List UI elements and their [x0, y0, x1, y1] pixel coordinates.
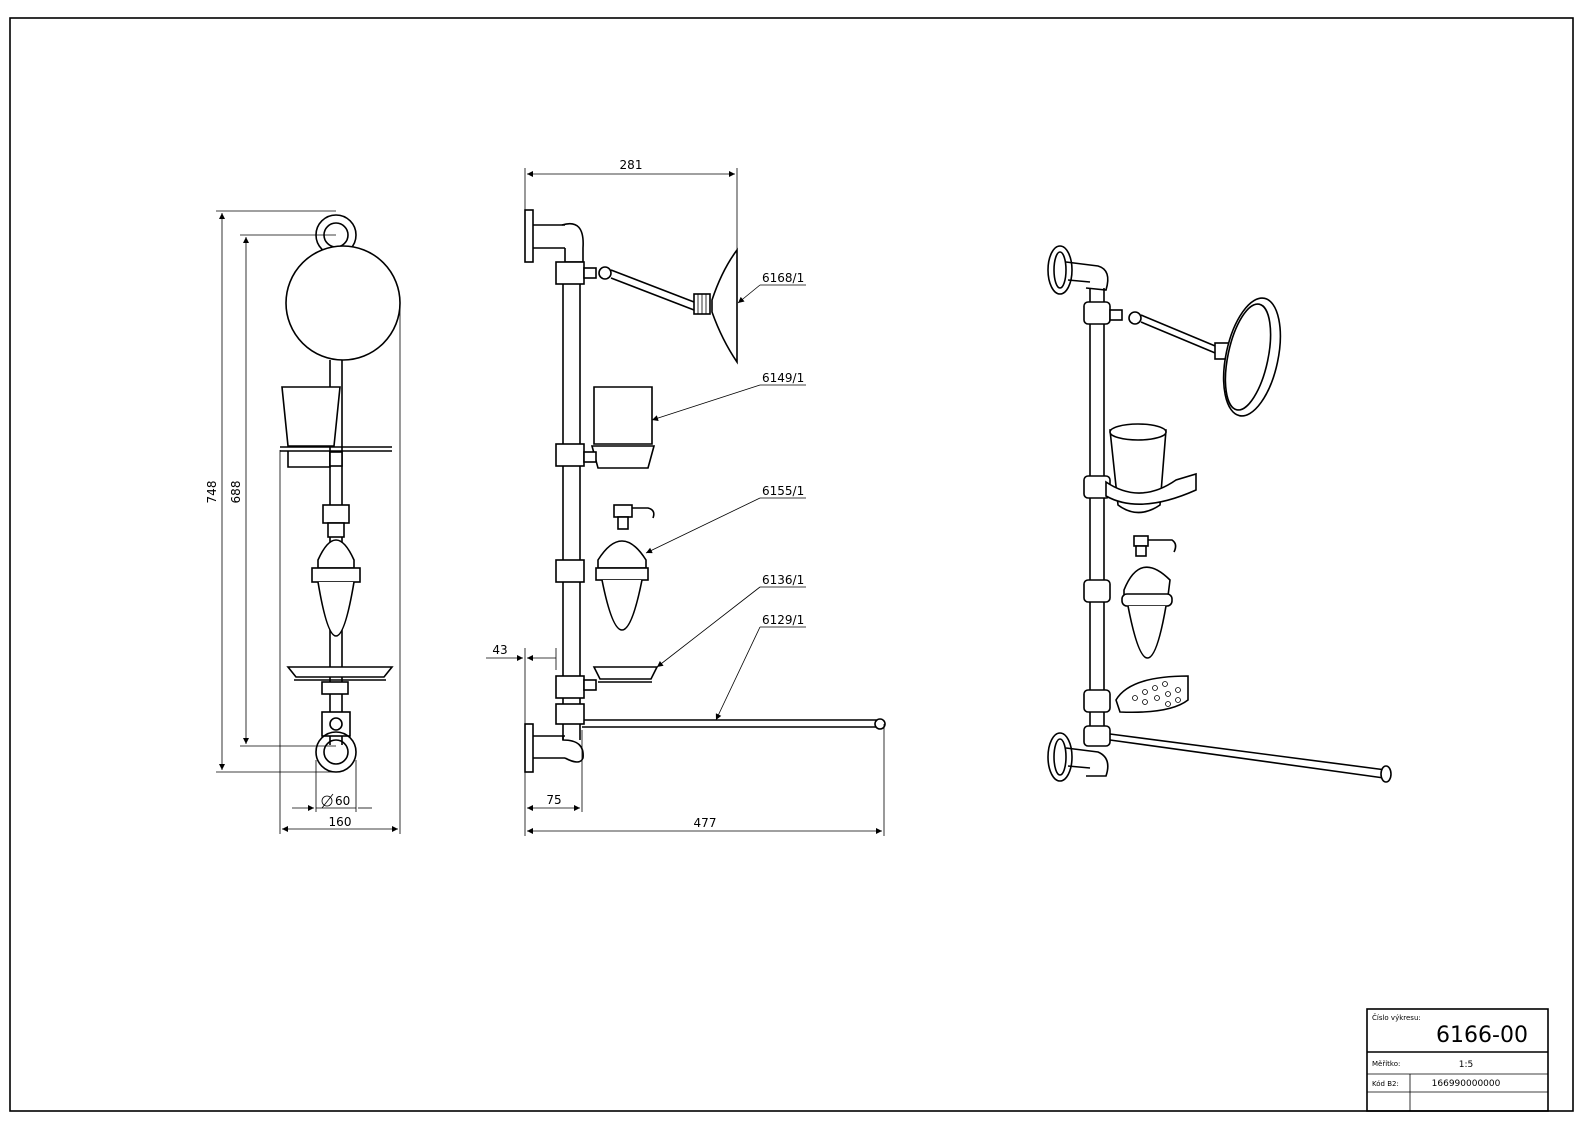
dim-center-height: 688: [229, 481, 243, 504]
isometric-view: [1047, 245, 1392, 783]
code-value: 166990000000: [1432, 1079, 1501, 1089]
callout-mirror: 6168/1: [762, 271, 804, 285]
dim-width-front: 160: [329, 815, 352, 829]
dim-rail-offset: 75: [546, 793, 561, 807]
front-view: [280, 214, 401, 773]
dim-total-depth: 477: [694, 816, 717, 830]
part-callouts: 6168/1 6149/1 6155/1 6136/1 6129/1: [645, 271, 806, 721]
dim-diameter: 60: [335, 794, 350, 808]
dim-mirror-reach: 281: [620, 158, 643, 172]
drawing-number-label: Číslo výkresu:: [1372, 1013, 1421, 1022]
side-dimensions: 281 43 75 477: [486, 158, 885, 836]
title-block: Číslo výkresu: 6166-00 Měřítko: 1:5 Kód …: [1366, 1008, 1549, 1112]
mirror-front: [285, 245, 401, 361]
drawing-number: 6166-00: [1436, 1023, 1528, 1048]
dim-wall-offset: 43: [492, 643, 507, 657]
side-view: [524, 209, 886, 773]
mirror-iso: [1222, 297, 1282, 417]
drawing-border: [9, 17, 1574, 1112]
scale-label: Měřítko:: [1372, 1060, 1400, 1068]
callout-dispenser: 6155/1: [762, 484, 804, 498]
dim-overall-height: 748: [205, 481, 219, 504]
callout-towel-rail: 6129/1: [762, 613, 804, 627]
front-dimensions: 748 688 60 160: [205, 210, 401, 834]
code-label: Kód B2:: [1372, 1080, 1399, 1088]
scale-value: 1:5: [1459, 1060, 1473, 1070]
diameter-symbol-icon: [321, 795, 333, 807]
callout-tumbler: 6149/1: [762, 371, 804, 385]
callout-soap-dish: 6136/1: [762, 573, 804, 587]
